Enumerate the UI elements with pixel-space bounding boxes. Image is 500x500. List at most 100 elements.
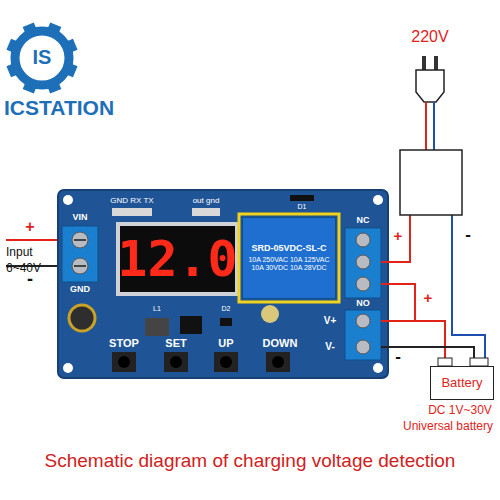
terminal-block-part (72, 258, 88, 274)
push-buttons-part (266, 352, 290, 372)
node-text: SRD-05VDC-SL-C (251, 244, 326, 254)
charger-box-part (400, 150, 462, 215)
board-label: + (25, 218, 34, 236)
battery-posts-part (438, 358, 452, 366)
push-buttons (112, 352, 290, 372)
push-buttons-part (118, 356, 130, 368)
relay-terminal (345, 228, 381, 298)
board-label: 220V (411, 28, 448, 46)
battery-posts-part (470, 358, 488, 366)
header-pins-part (192, 208, 220, 216)
push-buttons-part (170, 356, 182, 368)
board-label: - (27, 270, 33, 290)
push-buttons-part (220, 356, 232, 368)
push-buttons-part (164, 352, 188, 372)
logo-gear-part (15, 31, 69, 85)
board-label: V+ (324, 315, 337, 326)
charger-wires-part (381, 215, 410, 262)
relay-highlight-part (239, 214, 339, 302)
display-frame-part (116, 222, 239, 296)
battery-terminal (345, 310, 381, 360)
circuit-board-part (373, 363, 383, 373)
brand-text: IS (33, 46, 52, 68)
charger-wires-part (381, 347, 474, 360)
node-text: 10A 250VAC 10A 125VAC 10A 30VDC 10A 28VD… (246, 256, 332, 271)
charger-wires-part (433, 102, 435, 150)
board-label: DOWN (263, 337, 298, 349)
board-label: Universal battery (403, 420, 493, 433)
battery-posts (438, 358, 488, 366)
caption: Schematic diagram of charging voltage de… (45, 450, 456, 472)
node-text: 12.0 (117, 232, 237, 287)
board-label: DC 1V~30V (428, 404, 492, 417)
board-label: out gnd (193, 197, 220, 206)
charger-wires-part (425, 102, 427, 150)
battery-terminal-part (356, 340, 370, 354)
components-part (69, 305, 95, 331)
charger-wires (381, 102, 485, 360)
relay: SRD-05VDC-SL-C 10A 250VAC 10A 125VAC 10A … (242, 217, 336, 299)
circuit-board-part (63, 195, 73, 205)
display-frame (116, 222, 239, 296)
logo-gear (6, 22, 77, 93)
board-label: GND (70, 285, 90, 295)
relay-terminal-part (345, 228, 381, 298)
charger-box (400, 150, 462, 215)
board-label: STOP (109, 337, 139, 349)
board-label: V- (325, 341, 334, 352)
brand-text: ICSTATION (4, 96, 114, 119)
board-label: + (424, 290, 433, 307)
board-label: Input (6, 246, 33, 259)
terminal-block-part (72, 232, 88, 248)
components (69, 305, 279, 336)
mains-plug-part (434, 56, 438, 70)
push-buttons-part (214, 352, 238, 372)
terminal-block (62, 226, 98, 282)
components-part (261, 305, 279, 323)
mains-plug-part (416, 70, 444, 102)
logo-gear-part (22, 38, 62, 78)
node-text: Battery (441, 376, 482, 390)
circuit-board-part (58, 190, 388, 378)
charger-wires-part (452, 215, 485, 360)
terminal-block-part (74, 265, 86, 267)
relay-highlight (239, 214, 339, 302)
board-label: GND RX TX (110, 197, 153, 206)
board-label: NO (356, 299, 370, 309)
terminal-block-part (74, 239, 86, 241)
battery-box: Battery (430, 366, 494, 400)
terminal-block-part (62, 226, 98, 282)
board-label: 6~40V (6, 262, 41, 275)
mains-plug-part (422, 56, 426, 70)
board-label: - (465, 226, 471, 245)
components-part (145, 318, 169, 336)
board-label: SET (165, 337, 186, 349)
push-buttons-part (112, 352, 136, 372)
charger-wires-part (381, 284, 415, 321)
mains-plug (416, 56, 444, 102)
components-part (180, 316, 202, 334)
relay-terminal-part (356, 233, 370, 247)
board-label: L1 (153, 305, 161, 313)
board-label: D1 (298, 203, 307, 211)
relay-terminal-part (356, 255, 370, 269)
relay-terminal-part (356, 277, 370, 291)
components-part (220, 318, 232, 326)
board-label: + (394, 228, 403, 245)
board-label: UP (218, 337, 233, 349)
battery-terminal-part (345, 310, 381, 360)
battery-terminal-part (356, 314, 370, 328)
board-label: NC (357, 216, 370, 226)
push-buttons-part (272, 356, 284, 368)
header-pins-part (112, 208, 152, 216)
circuit-board (58, 190, 388, 378)
board-label: - (395, 348, 401, 367)
circuit-board-part (63, 363, 73, 373)
charger-wires-part (381, 321, 445, 360)
circuit-board-part (373, 195, 383, 205)
board-label: VIN (72, 213, 87, 223)
board-label: D2 (222, 305, 231, 313)
header-pins-part (290, 195, 314, 201)
